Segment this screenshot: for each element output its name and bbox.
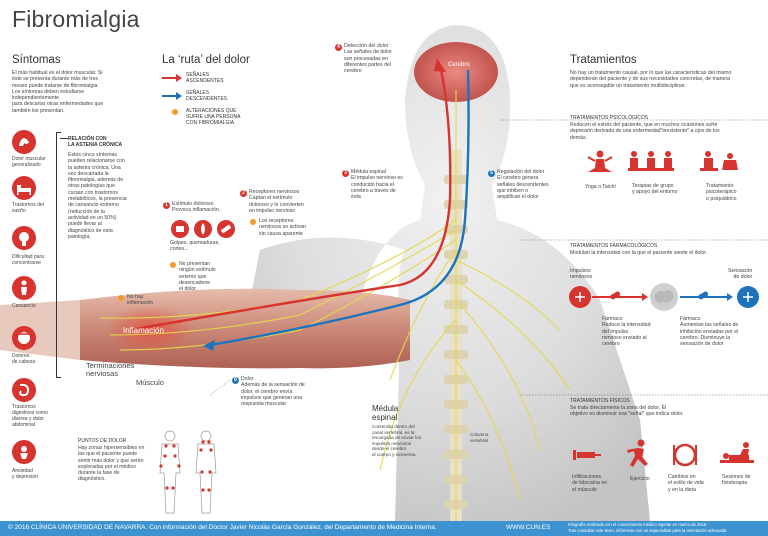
pharma-title: TRATAMIENTOS FARMACOLÓGICOS <box>570 243 658 249</box>
footer-bar: © 2016 CLÍNICA UNIVERSIDAD DE NAVARRA. C… <box>0 521 768 536</box>
muscle-pain-icon <box>12 130 36 154</box>
symptoms-heading: Síntomas <box>12 54 61 66</box>
alt-receptors-dot <box>250 219 256 225</box>
footer-url[interactable]: WWW.CUN.ES <box>506 524 551 531</box>
anatomy-illustration <box>0 25 768 521</box>
brain-label: Cerebro <box>448 62 470 68</box>
pain-points-title: PUNTOS DE DOLOR <box>78 438 127 444</box>
treatments-intro: No hay un tratamiento causal, por lo que… <box>570 70 732 89</box>
anxiety-icon <box>12 440 36 464</box>
running-label: Ejercicio <box>630 476 650 482</box>
bed-icon <box>12 176 36 200</box>
tired-figure-icon <box>12 276 36 300</box>
footer-credit: © 2016 CLÍNICA UNIVERSIDAD DE NAVARRA. C… <box>8 524 437 531</box>
step-1-badge: 1 <box>163 202 170 209</box>
alt-no-inflammation-dot <box>118 295 124 301</box>
stimulus-icons <box>171 220 235 238</box>
pharma-flow-diagram <box>569 283 759 311</box>
page-title: Fibromialgia <box>12 6 140 32</box>
psychotherapy-icon <box>700 151 738 171</box>
physical-title: TRATAMIENTOS FÍSICOS <box>570 398 630 404</box>
treatments-heading: Tratamientos <box>570 54 637 66</box>
footer-note: Infografía realizada con el conocimiento… <box>568 522 727 533</box>
pharma-text: Modulan la intensidad con la que el paci… <box>570 250 708 256</box>
syringe-icon <box>573 450 601 460</box>
pain-points-figures <box>159 430 217 514</box>
head-concentration-icon <box>12 226 36 250</box>
yoga-icon <box>587 150 613 172</box>
yoga-label: Yoga o Taichí <box>585 184 616 190</box>
step-5-badge: 5 <box>488 170 495 177</box>
psychological-title: TRATAMIENTOS PSICOLÓGICOS <box>570 115 649 121</box>
symptom-label: Cansancio <box>12 303 36 309</box>
pain-route-heading: La ‘ruta’ del dolor <box>162 54 250 66</box>
symptoms-intro: El más habitual es el dolor muscular. Si… <box>12 70 104 114</box>
step-3-badge: 3 <box>342 170 349 177</box>
stimulus-caption: Golpes, quemaduras,cortes... <box>170 240 220 253</box>
inflammation-label: Inflamación <box>123 326 164 335</box>
step-6-badge: 6 <box>232 377 239 384</box>
group-therapy-icon <box>628 151 674 171</box>
physiotherapy-icon <box>720 442 754 463</box>
running-icon <box>627 439 648 467</box>
symptom-bracket <box>56 132 61 378</box>
psychological-text: Reducen el estrés del paciente, que en m… <box>570 122 720 141</box>
step-2-badge: 2 <box>240 190 247 197</box>
headache-icon <box>12 326 36 350</box>
step-4-badge: 4 <box>335 44 342 51</box>
alt-no-stimulus-dot <box>170 262 176 268</box>
digestive-icon <box>12 378 36 402</box>
diet-icon <box>673 443 697 467</box>
muscle-label: Músculo <box>136 378 164 387</box>
astenia-line <box>60 138 68 139</box>
physical-text: Se trata directamente la zona del dolor.… <box>570 405 684 418</box>
